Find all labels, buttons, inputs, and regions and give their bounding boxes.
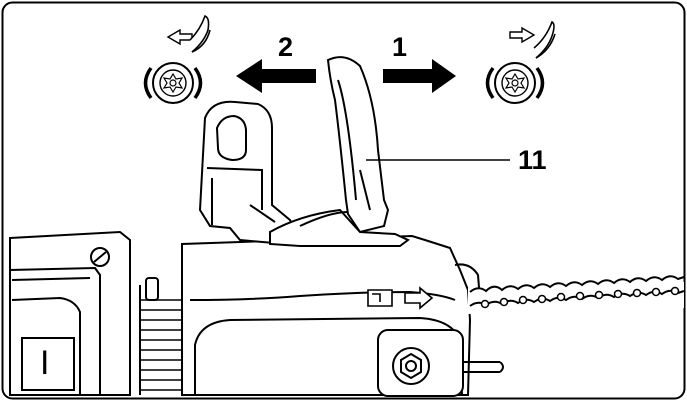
tensioner-knob xyxy=(377,329,504,397)
chain-brake-engaged-icon xyxy=(485,20,556,104)
arrow-left-2 xyxy=(236,59,316,93)
chain-brake-lever xyxy=(269,56,410,247)
label-direction-2: 2 xyxy=(278,32,294,62)
chain-direction-icon xyxy=(367,286,434,310)
chain-brake-disengaged-icon xyxy=(143,14,211,104)
chain-links xyxy=(480,286,680,309)
label-callout-11: 11 xyxy=(518,145,547,175)
label-direction-1: 1 xyxy=(392,32,408,62)
power-switch xyxy=(21,337,75,391)
arrow-right-1 xyxy=(383,59,456,93)
label-power-switch: I xyxy=(40,344,50,382)
screw-rear xyxy=(90,247,110,267)
front-handle xyxy=(198,100,298,246)
